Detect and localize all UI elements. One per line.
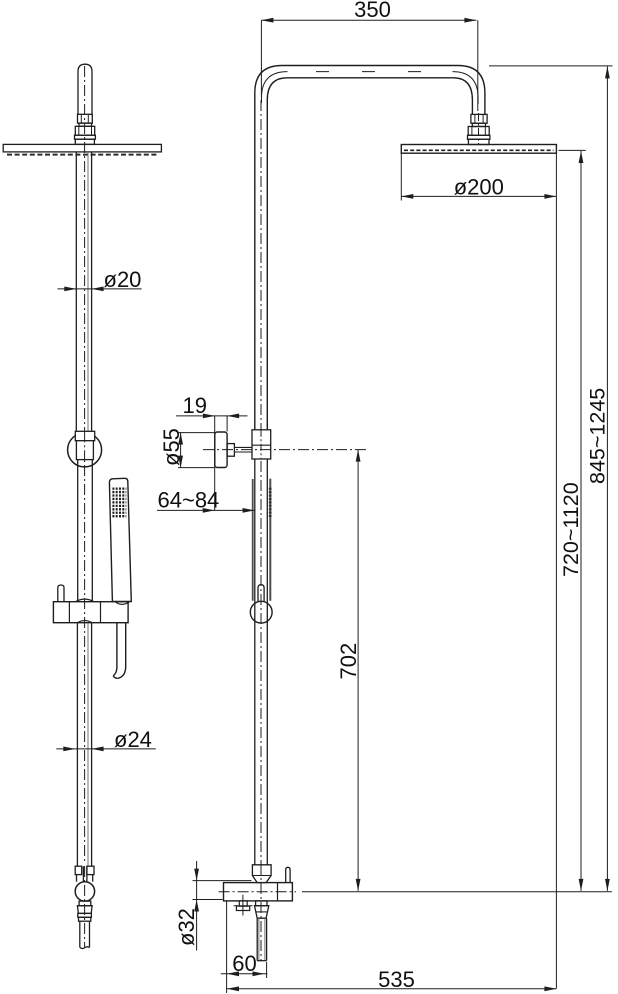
svg-text:720~1120: 720~1120	[559, 482, 583, 577]
svg-text:702: 702	[336, 643, 361, 680]
svg-text:350: 350	[354, 0, 391, 22]
svg-text:ø24: ø24	[114, 727, 152, 752]
svg-text:60: 60	[232, 951, 256, 976]
svg-text:ø32: ø32	[174, 908, 199, 946]
svg-text:535: 535	[378, 967, 415, 992]
svg-text:ø55: ø55	[159, 428, 184, 466]
svg-text:ø200: ø200	[454, 175, 504, 200]
svg-text:845~1245: 845~1245	[586, 388, 610, 484]
svg-text:19: 19	[183, 393, 207, 418]
svg-text:64~84: 64~84	[158, 488, 220, 513]
svg-text:ø20: ø20	[104, 267, 142, 292]
